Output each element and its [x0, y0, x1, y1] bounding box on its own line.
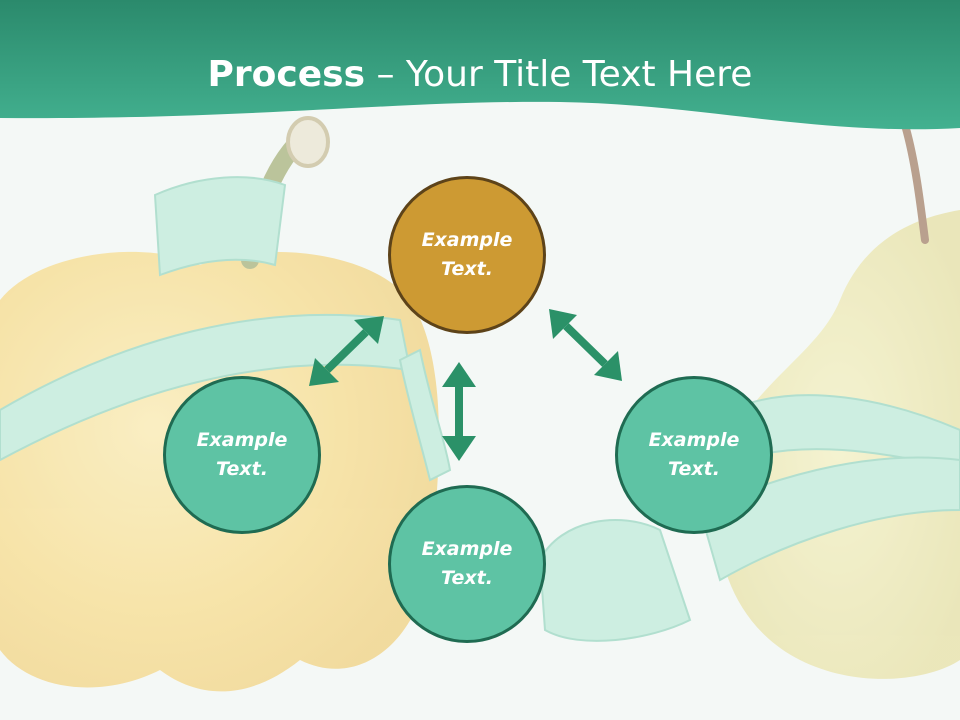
- arrow-top-left: [309, 316, 384, 386]
- page-title: Process – Your Title Text Here: [0, 52, 960, 98]
- process-node-left[interactable]: Example Text.: [163, 376, 321, 534]
- node-text-line2: Text.: [668, 458, 720, 480]
- title-bold: Process: [207, 54, 366, 95]
- node-text-line2: Text.: [441, 258, 493, 280]
- node-text-line1: Example: [421, 538, 513, 560]
- node-text-line1: Example: [648, 429, 740, 451]
- arrow-top-right: [549, 309, 622, 381]
- arrow-vertical: [442, 362, 476, 461]
- title-rest: – Your Title Text Here: [365, 54, 753, 95]
- node-text-line2: Text.: [216, 458, 268, 480]
- process-node-right[interactable]: Example Text.: [615, 376, 773, 534]
- node-text-line1: Example: [421, 229, 513, 251]
- header-band: [0, 0, 960, 130]
- node-text-line1: Example: [196, 429, 288, 451]
- process-node-bottom[interactable]: Example Text.: [388, 485, 546, 643]
- process-node-top[interactable]: Example Text.: [388, 176, 546, 334]
- node-text-line2: Text.: [441, 567, 493, 589]
